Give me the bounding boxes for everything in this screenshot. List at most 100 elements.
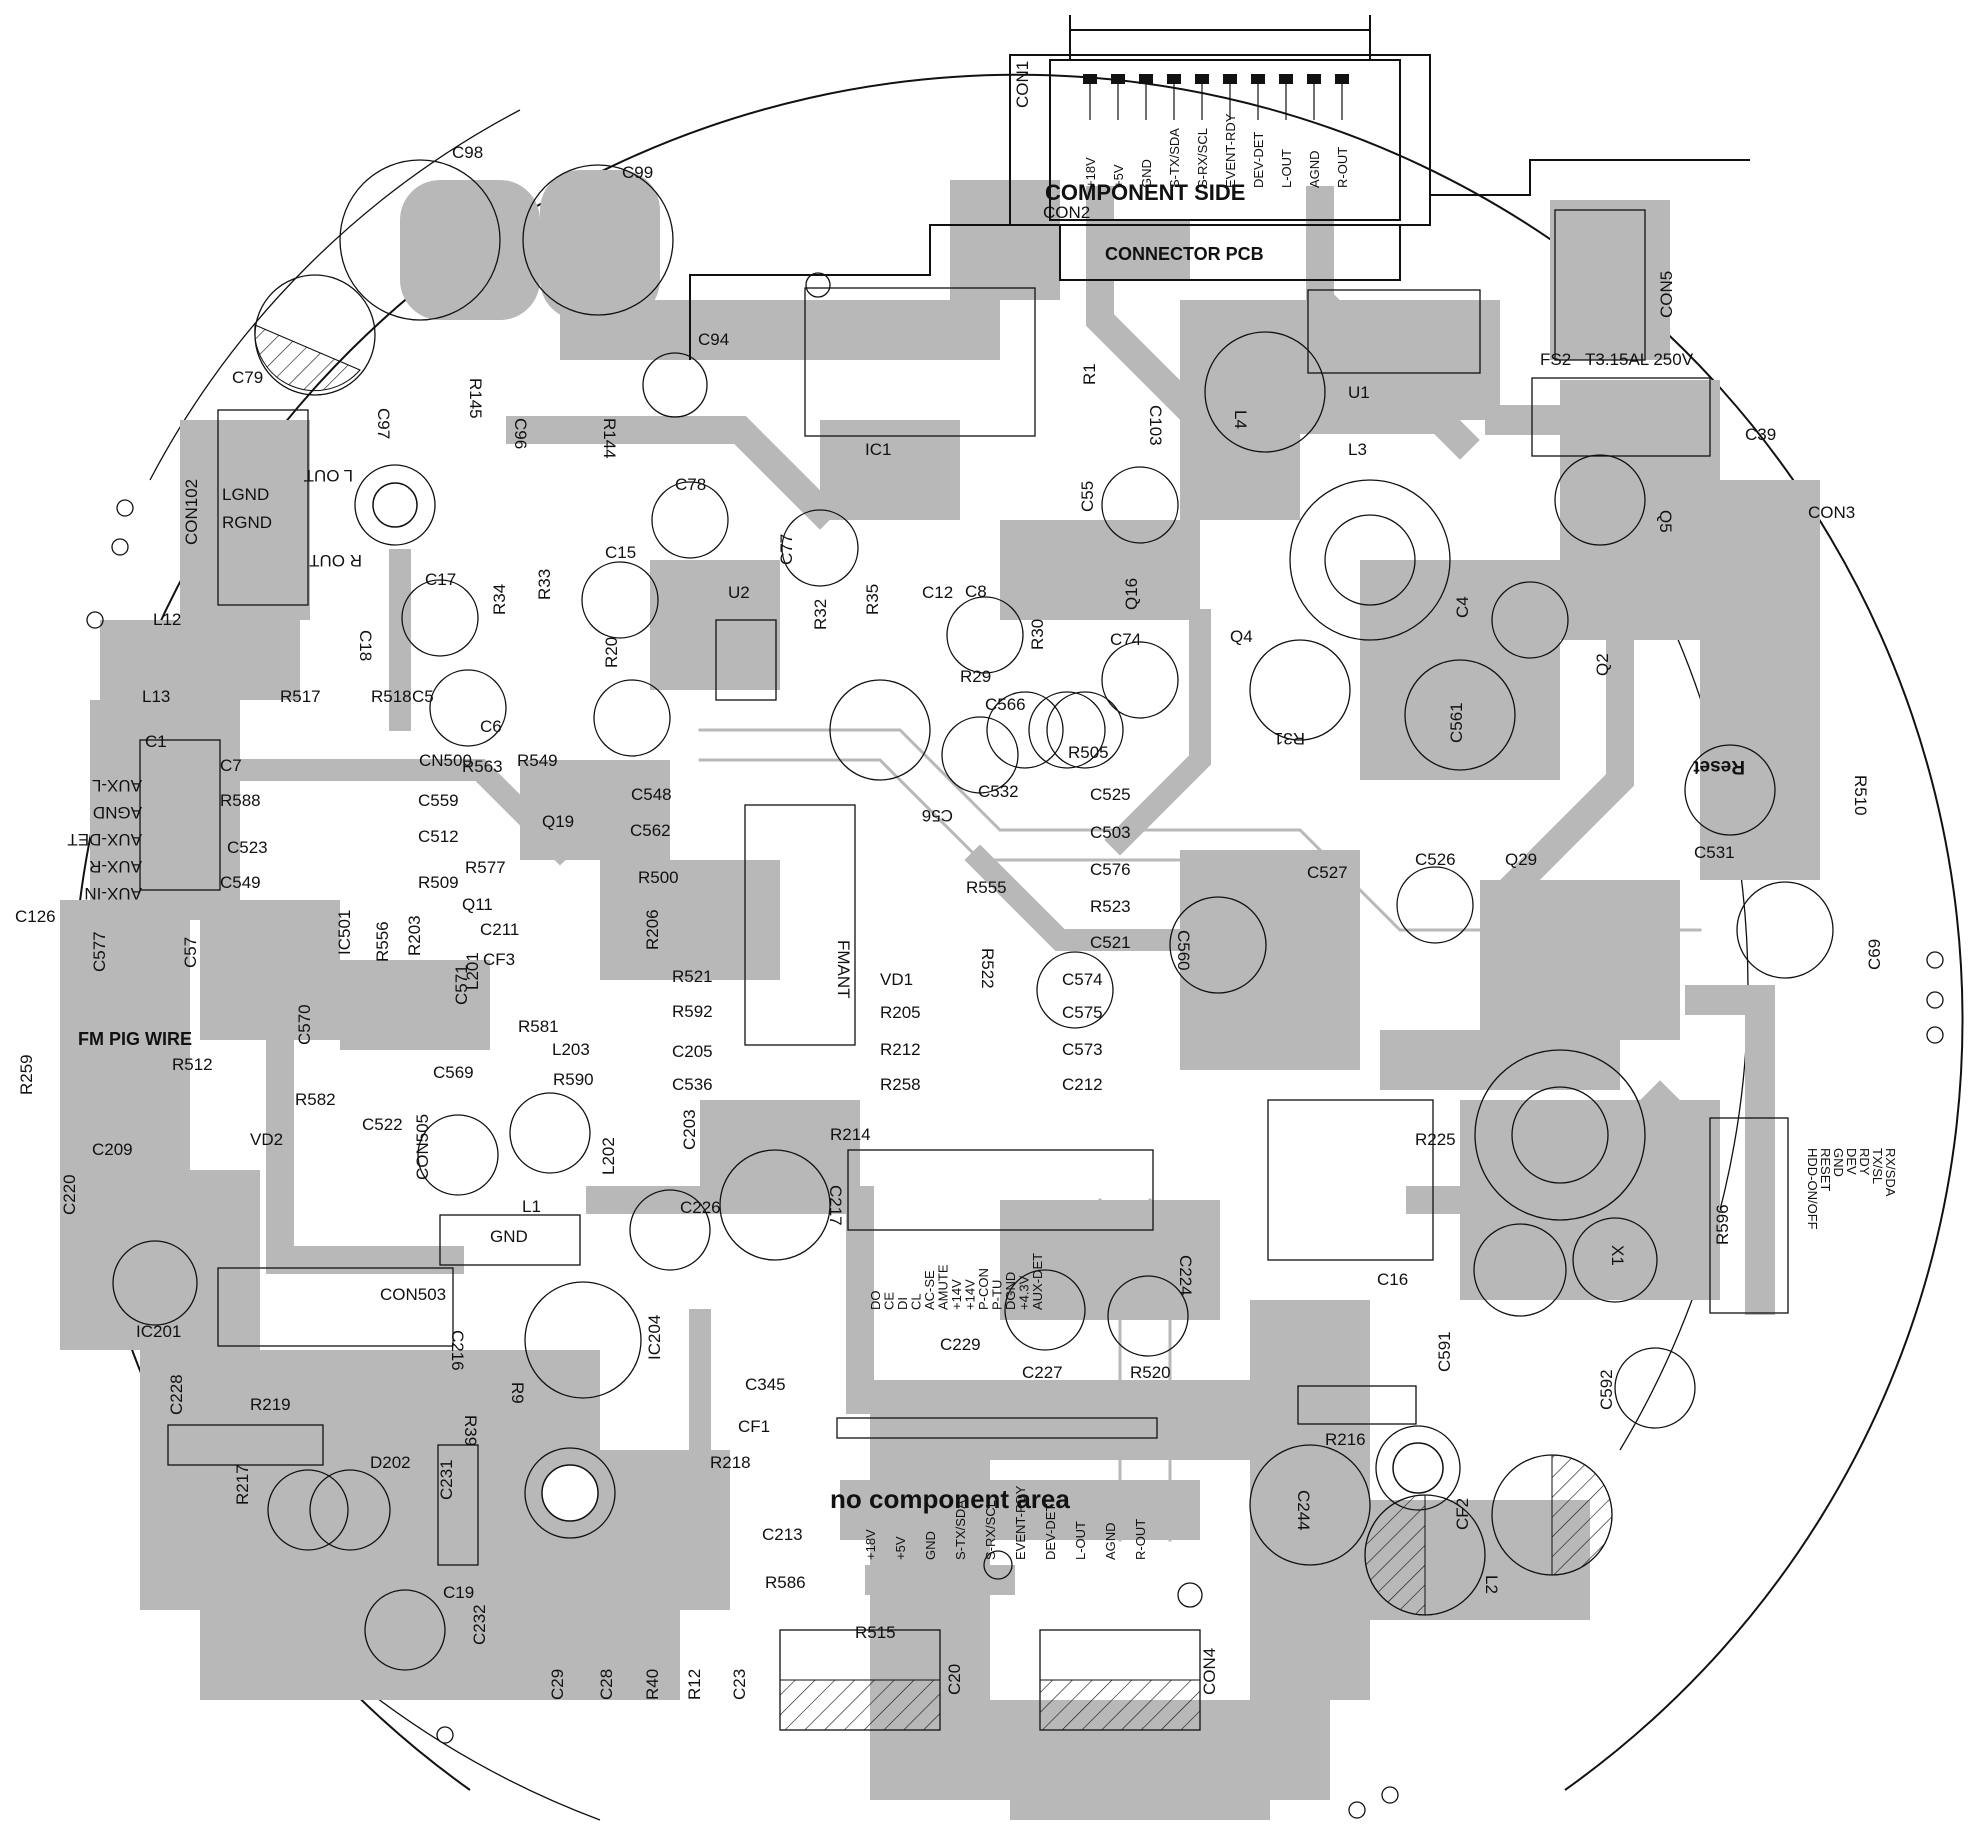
ref-label-l4: L4 [1231, 410, 1250, 429]
ref-label-c562: C562 [630, 821, 671, 840]
toroid-inductors [354, 331, 1646, 1539]
ref-label-c526: C526 [1415, 850, 1456, 869]
ref-label-c98: C98 [452, 143, 483, 162]
con505-pin-label: +4.3V [1017, 1275, 1032, 1310]
ref-label-c525: C525 [1090, 785, 1131, 804]
fm-pig-wire-label: FM PIG WIRE [78, 1029, 192, 1049]
ref-label-con503: CON503 [380, 1285, 446, 1304]
connector-pcb-label: CONNECTOR PCB [1105, 244, 1264, 264]
ref-label-c212: C212 [1062, 1075, 1103, 1094]
con1-pin [1335, 74, 1349, 84]
bottom-pin-label: R-OUT [1133, 1519, 1148, 1560]
ref-label-r33: R33 [535, 569, 554, 600]
con1-pin [1223, 74, 1237, 84]
ref-label-l2: L2 [1482, 1575, 1501, 1594]
ref-label-r523: R523 [1090, 897, 1131, 916]
ref-label-c522: C522 [362, 1115, 403, 1134]
con503-pin-label: GND [1831, 1148, 1846, 1177]
ref-label-c77: C77 [777, 534, 796, 565]
ref-label-r500: R500 [638, 868, 679, 887]
ref-label-c18: C18 [356, 630, 375, 661]
con1-pin-label: +5V [1111, 164, 1126, 188]
con505-pin-label: DGND [1003, 1272, 1018, 1310]
ref-label-r563: R563 [462, 757, 503, 776]
ref-label-r512: R512 [172, 1055, 213, 1074]
ref-label-l13: L13 [142, 687, 170, 706]
ref-label-r505: R505 [1068, 743, 1109, 762]
con505-pin-label: CL [909, 1293, 924, 1310]
ref-label-r29: R29 [960, 667, 991, 686]
ref-label-c213: C213 [762, 1525, 803, 1544]
ref-label-q4: Q4 [1230, 627, 1253, 646]
ref-label-r214: R214 [830, 1125, 871, 1144]
ref-label-r225: R225 [1415, 1130, 1456, 1149]
ref-label-q2: Q2 [1593, 653, 1612, 676]
ref-label-r555: R555 [966, 878, 1007, 897]
fuse-rating-label: T3.15AL 250V [1585, 350, 1694, 369]
ref-label-r592: R592 [672, 1002, 713, 1021]
ref-label-c531: C531 [1694, 843, 1735, 862]
ref-label-r517: R517 [280, 687, 321, 706]
ref-label-con1: CON1 [1013, 61, 1032, 108]
ref-label-r258: R258 [880, 1075, 921, 1094]
ref-label-c569: C569 [433, 1063, 474, 1082]
ref-label-l202: L202 [599, 1137, 618, 1175]
ref-label-r218: R218 [710, 1453, 751, 1472]
ref-label-c577: C577 [90, 931, 109, 972]
con1-pin [1111, 74, 1125, 84]
ref-label-r582: R582 [295, 1090, 336, 1109]
ref-label-cf3: CF3 [483, 950, 515, 969]
ref-label-c576: C576 [1090, 860, 1131, 879]
ref-label-fmant: FMANT [834, 940, 853, 999]
ref-label-r586: R586 [765, 1573, 806, 1592]
con505-pin-label: AMUTE [936, 1264, 951, 1310]
con1-pin [1083, 74, 1097, 84]
ref-label-c39: C39 [1745, 425, 1776, 444]
bottom-pin-label: +18V [863, 1529, 878, 1560]
ref-label-c205: C205 [672, 1042, 713, 1061]
ref-label-c209: C209 [92, 1140, 133, 1159]
con102-pin-label: LGND [222, 485, 269, 504]
con500-pin-label: AUX-R [89, 857, 142, 876]
con1-pin [1195, 74, 1209, 84]
ref-label-r32: R32 [811, 599, 830, 630]
ref-label-c19: C19 [443, 1583, 474, 1602]
ref-label-c575: C575 [1062, 1003, 1103, 1022]
bottom-pin-label: GND [923, 1531, 938, 1560]
ref-label-gnd: GND [490, 1227, 528, 1246]
ref-label-con102: CON102 [182, 479, 201, 545]
ref-label-l-out: L OUT [304, 466, 353, 485]
ref-label-r30: R30 [1028, 619, 1047, 650]
ref-label-r556: R556 [373, 921, 392, 962]
hatched-parts [254, 324, 1613, 1731]
ref-label-r31: R31 [1274, 729, 1305, 748]
ref-label-r521: R521 [672, 967, 713, 986]
ref-label-c4: C4 [1453, 596, 1472, 618]
con1-pin-label: DEV-DET [1251, 132, 1266, 188]
ref-label-c56: C56 [922, 806, 953, 825]
ref-label-c512: C512 [418, 827, 459, 846]
ref-label-r522: R522 [978, 948, 997, 989]
con500-pin-label: AGND [93, 803, 142, 822]
ref-label-c570: C570 [295, 1004, 314, 1045]
con503-pin-label: RESET [1818, 1148, 1833, 1191]
con505-pin-label: P-CON [976, 1268, 991, 1310]
trace-layer [109, 186, 1775, 1635]
ref-label-c573: C573 [1062, 1040, 1103, 1059]
ref-label-c12: C12 [922, 583, 953, 602]
con102-pin-label: RGND [222, 513, 272, 532]
ref-label-c559: C559 [418, 791, 459, 810]
ref-label-c5: C5 [412, 687, 434, 706]
ref-label-c566: C566 [985, 695, 1026, 714]
ref-label-l201: L201 [463, 952, 482, 990]
con505-pin-label: CE [882, 1292, 897, 1310]
ref-label-c97: C97 [374, 408, 393, 439]
ref-label-r216: R216 [1325, 1430, 1366, 1449]
ref-label-c55: C55 [1078, 481, 1097, 512]
ref-label-r588: R588 [220, 791, 261, 810]
ref-label-c17: C17 [425, 570, 456, 589]
ref-label-c532: C532 [978, 782, 1019, 801]
ref-label-r596: R596 [1713, 1204, 1732, 1245]
